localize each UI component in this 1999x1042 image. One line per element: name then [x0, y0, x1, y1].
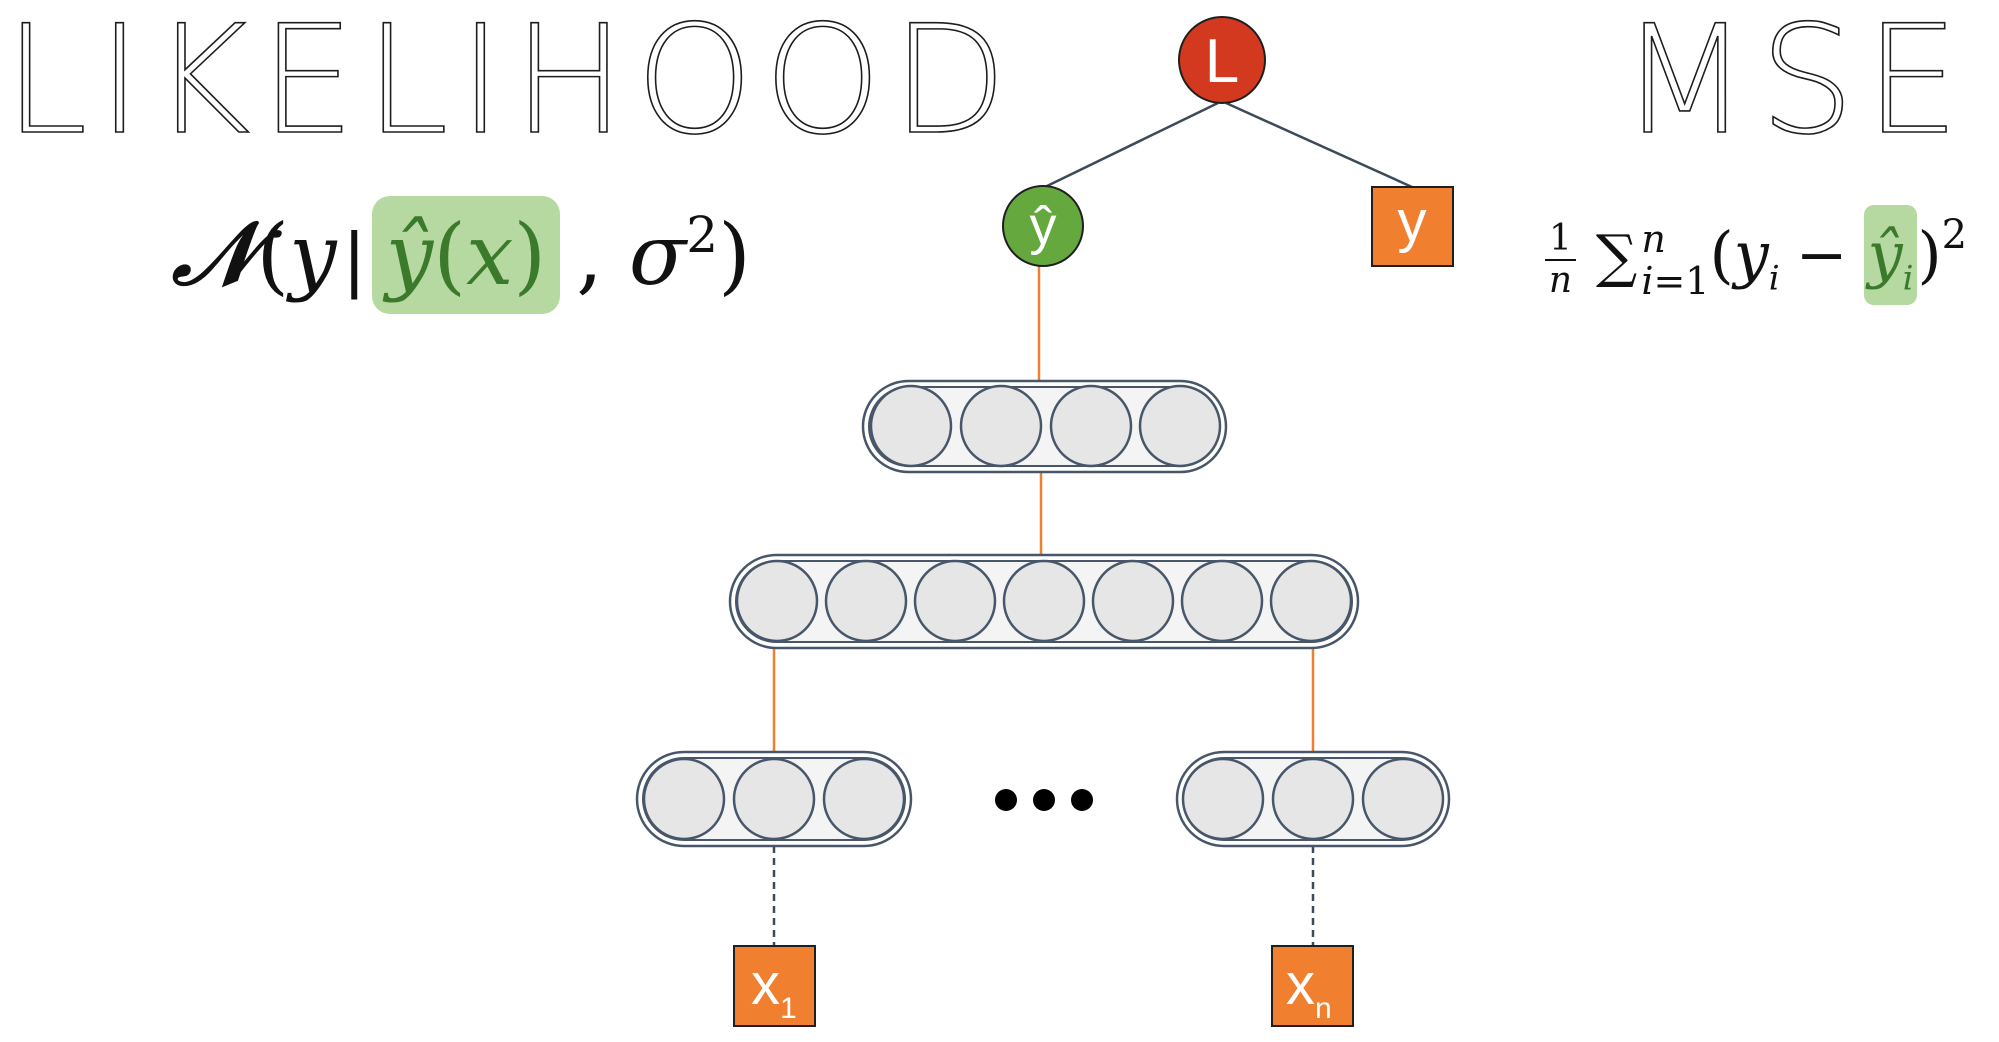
- input-last-var: x: [1286, 952, 1315, 1017]
- neuron: [869, 384, 953, 468]
- prediction-var: ŷ: [385, 206, 434, 304]
- sum-lower-limit: i=1: [1641, 260, 1709, 302]
- target-index: i: [1768, 258, 1780, 299]
- edge-loss-to-prediction: [1044, 101, 1219, 189]
- normal-symbol: 𝒩: [172, 201, 257, 305]
- target-var: y: [289, 206, 337, 304]
- input-first-label: x1: [751, 952, 797, 1025]
- prediction-index: i: [1902, 258, 1914, 299]
- neuron: [735, 559, 819, 643]
- arg-open-paren: (: [433, 206, 467, 304]
- given-bar: |: [344, 217, 364, 300]
- hidden-layer-1-left: [635, 750, 913, 848]
- ellipsis-dot: [1033, 789, 1055, 811]
- open-paren: (: [1709, 218, 1734, 291]
- loss-label: L: [1205, 27, 1239, 96]
- neuron: [913, 559, 997, 643]
- prediction-label: ŷ: [1030, 196, 1057, 256]
- sigma-var: σ: [628, 206, 687, 304]
- neuron: [1091, 559, 1175, 643]
- target-label: y: [1398, 189, 1427, 254]
- square-exponent: 2: [1941, 212, 1968, 258]
- neuron: [1002, 559, 1086, 643]
- input-last-sub: n: [1315, 992, 1332, 1025]
- neuron: [1361, 757, 1445, 841]
- target-var: y: [1733, 218, 1769, 291]
- sigma-exponent: 2: [686, 206, 719, 264]
- input-first-var: x: [751, 952, 780, 1017]
- close-paren: ): [718, 206, 751, 304]
- neuron: [1269, 559, 1353, 643]
- ellipsis: [995, 789, 1093, 811]
- neuron: [1271, 757, 1355, 841]
- ellipsis-dot: [995, 789, 1017, 811]
- close-paren: ): [1917, 218, 1942, 291]
- ellipsis-dot: [1071, 789, 1093, 811]
- input-node-last: [1271, 945, 1354, 1027]
- hidden-layer-1-right: [1175, 750, 1451, 848]
- prediction-var: ŷ: [1867, 218, 1903, 291]
- loss-node: [1178, 16, 1266, 104]
- target-node: [1371, 186, 1454, 267]
- sum-symbol: ∑: [1595, 222, 1638, 290]
- input-first-sub: 1: [780, 992, 797, 1025]
- likelihood-title: LIKELIHOOD: [3, 0, 1018, 168]
- neuron: [732, 757, 816, 841]
- arg-close-paren: ): [513, 206, 547, 304]
- neuron: [822, 757, 906, 841]
- sum-index: i: [1641, 258, 1654, 303]
- neuron: [959, 384, 1043, 468]
- prediction-node: [1002, 185, 1084, 267]
- hidden-layer-3: [861, 379, 1228, 474]
- hidden-layer-2: [728, 553, 1360, 650]
- input-last-label: xn: [1286, 952, 1332, 1025]
- fraction-denominator: n: [1548, 259, 1573, 301]
- input-node-first: [733, 945, 816, 1027]
- input-var: x: [466, 206, 514, 304]
- neuron: [642, 757, 726, 841]
- sum-start: =1: [1653, 258, 1710, 303]
- minus-sign: −: [1795, 218, 1848, 291]
- comma: ,: [576, 206, 603, 304]
- neuron: [824, 559, 908, 643]
- open-paren: (: [256, 206, 290, 304]
- sum-upper-limit: n: [1641, 216, 1666, 261]
- prediction-highlight: ŷi: [1863, 205, 1918, 305]
- neuron: [1049, 384, 1133, 468]
- fraction-numerator: 1: [1545, 218, 1576, 261]
- mse-title: MSE: [1619, 0, 1970, 168]
- neuron: [1181, 757, 1265, 841]
- prediction-highlight: ŷ(x): [371, 196, 561, 314]
- edge-loss-to-target: [1225, 101, 1413, 189]
- neuron: [1180, 559, 1264, 643]
- likelihood-formula: 𝒩(y|ŷ(x),σ2): [172, 188, 751, 318]
- neuron: [1138, 384, 1222, 468]
